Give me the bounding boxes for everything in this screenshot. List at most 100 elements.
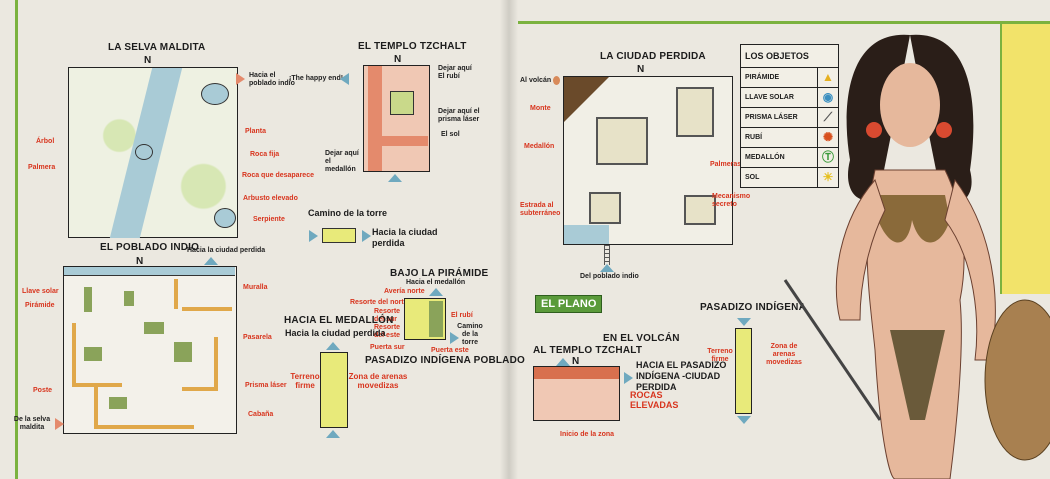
- arrow-down-icon[interactable]: [737, 318, 751, 326]
- ruby-icon: ✺: [817, 128, 838, 147]
- arrow-up-icon[interactable]: [600, 264, 614, 272]
- arrow-up-icon[interactable]: [326, 342, 340, 350]
- volcan-map: [533, 366, 620, 421]
- arrow-up-icon[interactable]: [326, 430, 340, 438]
- sun-icon: ☀: [817, 168, 838, 187]
- label-pasarela: Pasarela: [243, 334, 272, 341]
- label-mecanismo: Mecanismo secreto: [712, 193, 751, 208]
- bajo-to-medal: Hacia el medallón: [406, 279, 466, 286]
- label-terreno: Terreno firme: [707, 348, 733, 363]
- bajo-map: [404, 298, 446, 340]
- label-resorte-este: Resorte del este: [374, 324, 401, 339]
- label-rubi: El rubí: [451, 312, 473, 319]
- volcan-to-passage: HACIA EL PASADIZO INDÍGENA -CIUDAD PERDI…: [636, 360, 727, 392]
- torre-map: [322, 228, 356, 243]
- volcan-north: N: [572, 356, 580, 367]
- pyramid-building: [596, 117, 648, 165]
- poblado-title: EL POBLADO INDIO: [100, 242, 200, 253]
- label-puerta-este: Puerta este: [431, 347, 469, 354]
- laser-prism-icon: ⟋: [817, 108, 838, 127]
- temple-building: [676, 87, 714, 137]
- sol-label: El sol: [441, 131, 460, 138]
- top-green-rule: [512, 21, 1050, 24]
- arrow-right-icon[interactable]: [236, 73, 245, 85]
- label-camino: Camino de la torre: [457, 323, 483, 346]
- label-terreno: Terreno firme: [290, 372, 320, 390]
- poblado-map: [63, 266, 237, 434]
- arrow-left-icon[interactable]: [340, 73, 349, 85]
- label-palmera: Palmera: [28, 164, 56, 171]
- warrior-woman-illustration: [783, 34, 1050, 479]
- arrow-right-icon[interactable]: [55, 418, 64, 430]
- arrow-right-icon[interactable]: [362, 230, 371, 242]
- medallon-subtitle: Hacia la ciudad perdida: [285, 328, 386, 338]
- arrow-up-icon[interactable]: [556, 358, 570, 366]
- label-llave-solar: Llave solar: [22, 288, 59, 295]
- page-gutter: [500, 0, 518, 479]
- label-monte: Monte: [530, 105, 551, 112]
- legend-name: PRISMA LÁSER: [745, 114, 798, 121]
- volcan-title: EN EL VOLCÁN: [603, 333, 680, 344]
- wall: [72, 323, 76, 383]
- earring: [866, 122, 882, 138]
- hut: [174, 342, 192, 362]
- label-roca-fija: Roca fija: [250, 151, 280, 158]
- arrow-right-icon[interactable]: [450, 332, 459, 344]
- medallon-title: HACIA EL MEDALLÓN: [284, 315, 394, 326]
- hut: [124, 291, 134, 306]
- label-medallon: Medallón: [524, 143, 555, 150]
- ladder: [604, 245, 610, 265]
- label-serpiente: Serpiente: [253, 216, 285, 223]
- torre-to-city: Hacia la ciudad perdida: [372, 227, 438, 248]
- label-zona: Zona de arenas movedizas: [348, 372, 408, 390]
- arm: [835, 179, 886, 321]
- label-resorte-norte: Resorte del norte: [350, 299, 408, 306]
- ciudad-map: [563, 76, 733, 245]
- selva-north: N: [144, 55, 152, 66]
- happy-end-label: ¡The happy end!: [289, 75, 344, 82]
- medallion-icon: Ⓣ: [817, 148, 838, 167]
- pasadizo-title: PASADIZO INDÍGENA: [700, 302, 806, 313]
- legend-name: LLAVE SOLAR: [745, 94, 794, 101]
- face: [880, 63, 940, 147]
- rubi-label: Dejar aquí El rubí: [438, 65, 472, 80]
- pond: [135, 144, 153, 160]
- label-arbusto: Arbusto elevado: [243, 195, 298, 202]
- templo-north: N: [394, 54, 402, 65]
- shield: [984, 299, 1050, 461]
- wall: [174, 279, 178, 309]
- bajo-title: BAJO LA PIRÁMIDE: [390, 268, 489, 279]
- loincloth: [890, 330, 945, 420]
- temple-core: [390, 91, 414, 115]
- pond: [201, 83, 229, 105]
- objects-legend-title: LOS OBJETOS: [745, 51, 809, 61]
- label-poste: Poste: [33, 387, 53, 394]
- label-inicio: Inicio de la zona: [560, 431, 615, 438]
- arrow-up-icon[interactable]: [204, 257, 218, 265]
- tower-building: [589, 192, 621, 224]
- label-estrada: Estrada al subterráneo: [520, 202, 561, 217]
- arrow-up-icon[interactable]: [388, 174, 402, 182]
- legend-name: PIRÁMIDE: [745, 74, 780, 81]
- arrow-right-icon[interactable]: [309, 230, 318, 242]
- volcan-to-temple: AL TEMPLO TZCHALT: [533, 345, 643, 356]
- hut: [109, 397, 127, 409]
- arrow-down-icon[interactable]: [737, 416, 751, 424]
- wall: [94, 387, 98, 427]
- from-jungle-label: De la selva maldita: [13, 416, 51, 431]
- volcano-arrow-icon[interactable]: [553, 76, 560, 85]
- medallon-label: Dejar aquí el medallón: [325, 150, 359, 173]
- lava-path: [368, 66, 382, 171]
- label-piramide: Pirámide: [25, 302, 55, 309]
- arrow-up-icon[interactable]: [429, 288, 443, 296]
- top: [878, 195, 950, 243]
- spear: [783, 279, 882, 421]
- lava: [534, 367, 619, 379]
- wall: [94, 425, 194, 429]
- label-cabana: Cabaña: [248, 411, 274, 418]
- label-palmeras: Palmeras: [710, 161, 742, 168]
- legend-name: MEDALLÓN: [745, 154, 785, 161]
- arrow-right-icon[interactable]: [624, 372, 633, 384]
- wall: [182, 307, 232, 311]
- wall: [182, 387, 218, 391]
